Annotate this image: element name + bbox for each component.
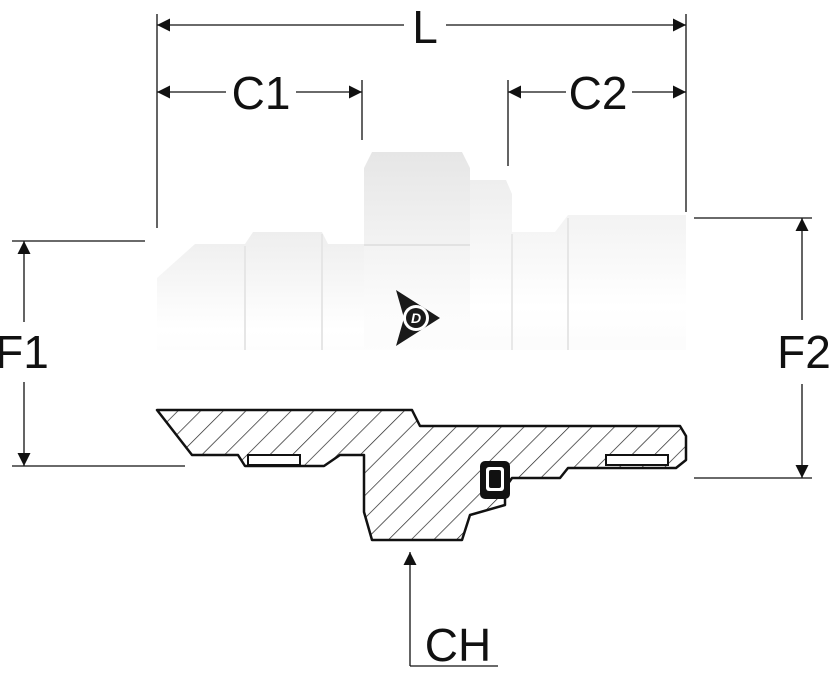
dimension-ch-label: CH [425,619,491,671]
dimension-ch: CH [403,552,498,671]
dimension-c2-label: C2 [569,67,628,119]
fitting-cross-section [155,408,688,542]
logo-letter: D [411,310,421,326]
dimension-l: L [156,1,687,228]
dimension-c1: C1 [157,67,363,140]
dunlop-d-logo: D [396,290,440,346]
dimension-f2-label: F2 [777,326,830,378]
dimension-c1-label: C1 [232,67,291,119]
dimension-c2: C2 [507,67,686,166]
dimension-f2: F2 [694,217,830,479]
fitting-body [157,152,686,410]
dimension-f1: F1 [0,240,185,467]
hex-section [364,152,470,410]
dimension-l-label: L [412,1,438,53]
dimension-f1-label: F1 [0,326,49,378]
